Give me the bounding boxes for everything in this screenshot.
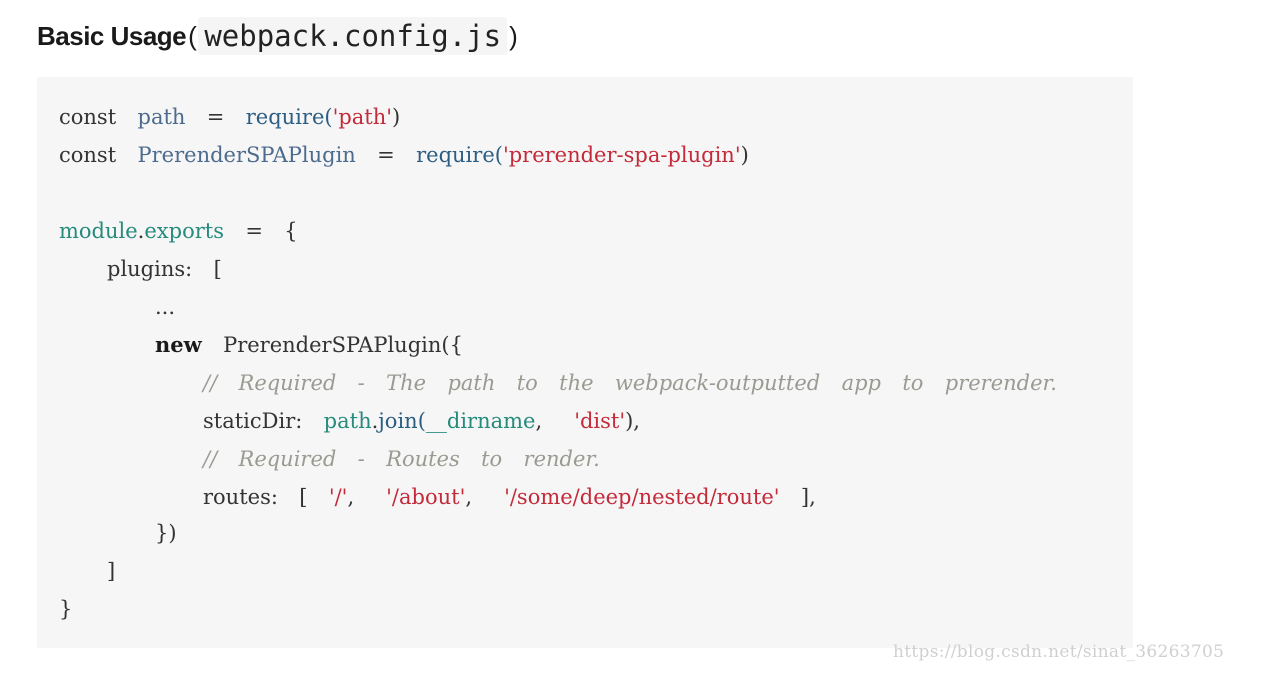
code-line-11: }) — [155, 514, 177, 552]
code-token: . — [371, 409, 379, 433]
heading-open-paren: ( — [188, 20, 197, 51]
code-token: }) — [155, 521, 177, 545]
code-token: require( — [416, 143, 503, 167]
code-line-7: // Required - The path to the webpack-ou… — [203, 364, 1057, 402]
code-token: 'path' — [332, 105, 393, 129]
code-token: 'prerender-spa-plugin' — [502, 143, 741, 167]
code-token: '/some/deep/nested/route' — [504, 485, 780, 509]
code-line-1: const path = require('path') — [59, 98, 400, 136]
code-line-4: plugins: [ — [107, 250, 222, 288]
code-token: const — [59, 105, 117, 129]
code-line-3: module.exports = { — [59, 212, 298, 250]
code-token: const — [59, 143, 117, 167]
code-token: , — [347, 485, 387, 509]
code-line-9: // Required - Routes to render. — [203, 440, 600, 478]
code-token: ], — [779, 485, 816, 509]
code-token: module — [59, 219, 138, 243]
heading-prefix: Basic Usage — [37, 20, 187, 51]
code-token: , — [465, 485, 505, 509]
code-token: path — [137, 105, 186, 129]
code-line-10: routes: [ '/', '/about', '/some/deep/nes… — [203, 478, 816, 516]
code-token: join( — [378, 409, 426, 433]
code-token: = — [185, 105, 246, 129]
code-token: // Required - The path to the webpack-ou… — [203, 371, 1057, 395]
code-token: '/about' — [386, 485, 466, 509]
code-token: // Required - Routes to render. — [203, 447, 600, 471]
code-token: PrerenderSPAPlugin — [137, 143, 356, 167]
code-token: path — [323, 409, 372, 433]
code-line-6: new PrerenderSPAPlugin({ — [155, 326, 463, 364]
code-token: ) — [392, 105, 401, 129]
code-token: plugins: [ — [107, 257, 222, 281]
code-line-2: const PrerenderSPAPlugin = require('prer… — [59, 136, 749, 174]
code-token: '/' — [328, 485, 348, 509]
code-line-12: ] — [107, 552, 115, 590]
heading-close-paren: ) — [509, 20, 518, 51]
code-line-5: ... — [155, 288, 175, 326]
code-token: routes: [ — [203, 485, 329, 509]
code-token: . — [137, 219, 145, 243]
watermark-url: https://blog.csdn.net/sinat_36263705 — [893, 642, 1225, 662]
code-token: = { — [223, 219, 298, 243]
code-token — [116, 105, 137, 129]
heading-filename: webpack.config.js — [198, 17, 508, 55]
section-heading: Basic Usage ( webpack.config.js ) — [37, 14, 519, 58]
code-token: staticDir: — [203, 409, 324, 433]
code-token: __dirname — [425, 409, 536, 433]
code-token — [116, 143, 137, 167]
code-token: ] — [107, 559, 116, 583]
code-token: } — [59, 597, 73, 621]
code-token: , — [535, 409, 575, 433]
code-line-8: staticDir: path.join(__dirname, 'dist'), — [203, 402, 640, 440]
code-line-13: } — [59, 590, 72, 628]
code-token: exports — [144, 219, 224, 243]
code-token: require( — [245, 105, 333, 129]
code-token: ) — [740, 143, 749, 167]
code-token: ), — [625, 409, 640, 433]
code-token: = — [355, 143, 417, 167]
code-token: PrerenderSPAPlugin({ — [201, 333, 463, 357]
code-block: const path = require('path') const Prere… — [37, 77, 1133, 648]
code-token: ... — [155, 295, 176, 319]
code-token: new — [155, 332, 202, 357]
code-token: 'dist' — [574, 409, 626, 433]
